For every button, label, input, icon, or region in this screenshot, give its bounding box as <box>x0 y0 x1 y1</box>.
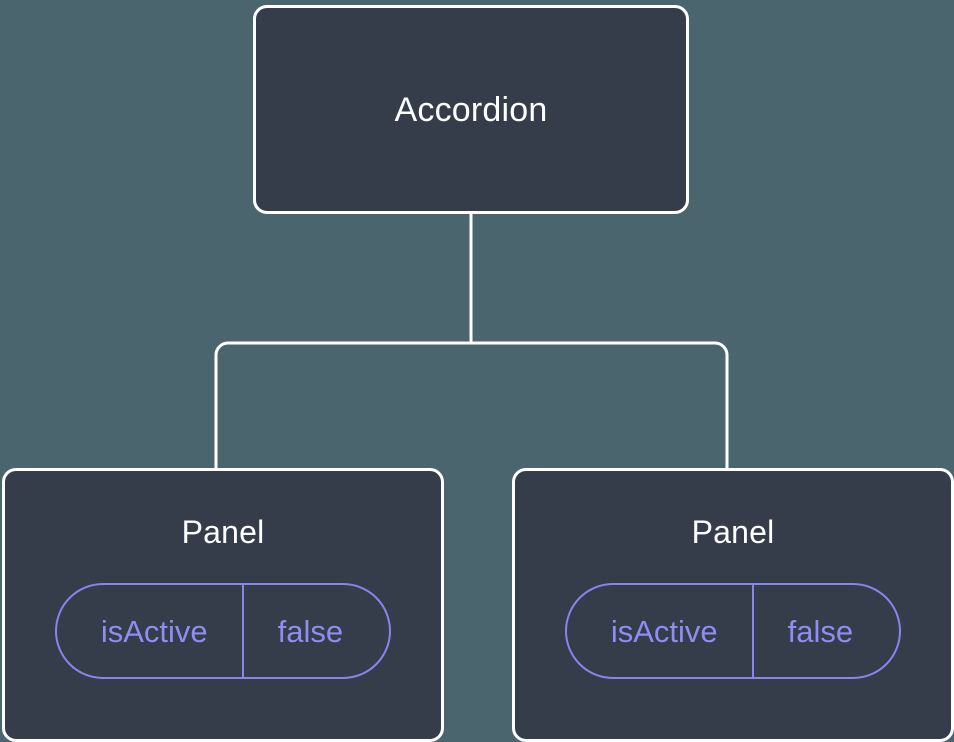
state-pill-panel-2-divider <box>751 585 754 677</box>
state-pill-panel-1[interactable]: isActive false <box>54 583 392 679</box>
node-panel-2[interactable]: Panel isActive false <box>512 468 954 742</box>
edge-bus-to-panel-right <box>471 341 729 468</box>
state-pill-panel-1-divider <box>241 585 244 677</box>
state-pill-panel-2-value: false <box>787 613 854 649</box>
node-accordion[interactable]: Accordion <box>253 5 689 214</box>
node-panel-1-title: Panel <box>181 514 265 550</box>
edge-bus-to-panel-left <box>214 341 471 468</box>
state-pill-panel-1-value: false <box>277 613 344 649</box>
node-panel-1[interactable]: Panel isActive false <box>2 468 444 742</box>
state-pill-panel-2-key: isActive <box>610 613 718 649</box>
state-pill-panel-2[interactable]: isActive false <box>564 583 902 679</box>
node-panel-2-title: Panel <box>691 514 775 550</box>
state-pill-panel-1-key: isActive <box>100 613 208 649</box>
node-accordion-title: Accordion <box>394 90 548 129</box>
